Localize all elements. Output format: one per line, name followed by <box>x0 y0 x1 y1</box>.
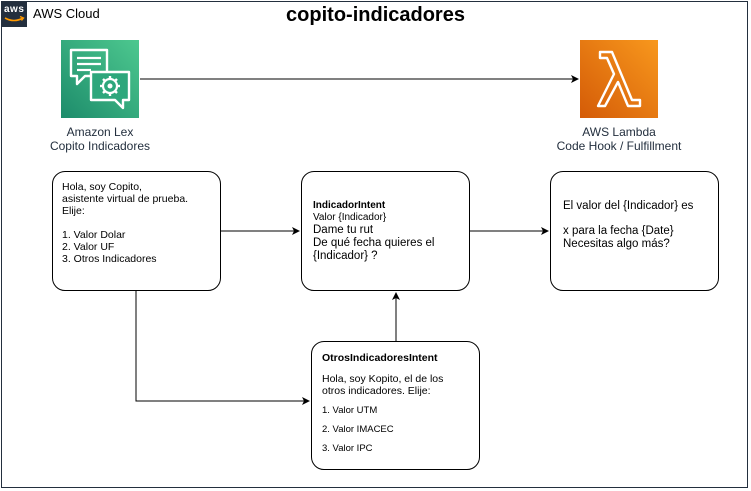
lex-label: Amazon Lex Copito Indicadores <box>20 125 180 153</box>
indicador-intent-name: IndicadorIntent <box>313 200 386 211</box>
response-box: El valor del {Indicador} es x para la fe… <box>550 171 719 291</box>
lambda-label-line1: AWS Lambda <box>582 125 656 139</box>
otros-intent-option: 2. Valor IMACEC <box>322 424 394 435</box>
aws-badge-text: aws <box>4 4 25 15</box>
aws-cloud-label: AWS Cloud <box>33 6 100 21</box>
indicador-intent-prompt: Dame tu rut <box>313 224 374 236</box>
indicador-intent-prompt: {Indicador} ? <box>313 250 378 262</box>
lambda-label: AWS Lambda Code Hook / Fulfillment <box>539 125 699 153</box>
greeting-option: 2. Valor UF <box>62 241 115 253</box>
response-line: x para la fecha {Date} <box>563 225 674 237</box>
aws-smile-icon <box>4 15 25 22</box>
lex-label-line1: Amazon Lex <box>66 125 134 139</box>
indicador-intent-box: IndicadorIntent Valor {Indicador} Dame t… <box>301 171 470 291</box>
otros-intent-option: 3. Valor IPC <box>322 443 373 454</box>
otros-intent-box: OtrosIndicadoresIntent Hola, soy Kopito,… <box>311 341 480 470</box>
greeting-option: 1. Valor Dolar <box>62 229 126 241</box>
greeting-option: 3. Otros Indicadores <box>62 253 157 265</box>
greeting-line: Elije: <box>62 205 85 217</box>
greeting-to-otros-arrow <box>135 291 310 405</box>
greeting-line: Hola, soy Copito, <box>62 181 142 193</box>
response-line: El valor del {Indicador} es <box>563 200 694 212</box>
page-title: copito-indicadores <box>286 4 465 26</box>
lambda-label-line2: Code Hook / Fulfillment <box>556 139 682 153</box>
indicador-intent-slot: Valor {Indicador} <box>313 212 387 223</box>
response-line: Necesitas algo más? <box>563 238 670 250</box>
lex-label-line2: Copito Indicadores <box>49 139 151 153</box>
otros-intent-intro: Hola, soy Kopito, el de los <box>322 373 444 385</box>
otros-intent-intro: otros indicadores. Elije: <box>322 385 431 397</box>
aws-cloud-icon: aws <box>1 1 27 27</box>
indicador-intent-prompt: De qué fecha quieres el <box>313 237 435 249</box>
otros-intent-name: OtrosIndicadoresIntent <box>322 352 438 364</box>
lambda-icon[interactable] <box>580 40 658 118</box>
greeting-box: Hola, soy Copito, asistente virtual de p… <box>52 171 221 291</box>
greeting-line: asistente virtual de prueba. <box>62 193 189 205</box>
otros-intent-option: 1. Valor UTM <box>322 405 378 416</box>
lex-chat-icon[interactable] <box>61 40 139 118</box>
